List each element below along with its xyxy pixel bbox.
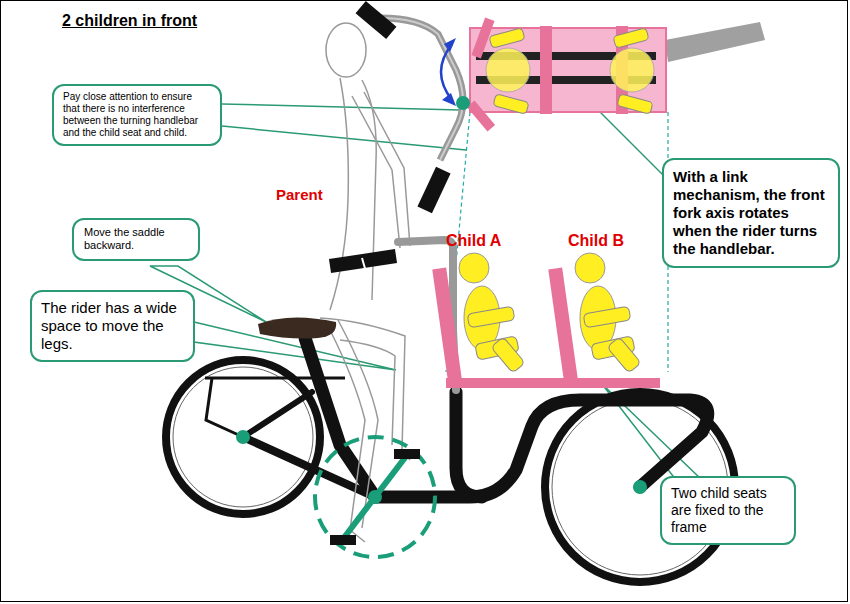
- part-label: Child A: [446, 232, 501, 250]
- callout-box: Pay close attention to ensure that there…: [52, 84, 222, 146]
- callout-text: Pay close attention to ensure that there…: [63, 91, 211, 139]
- parent-figure: [320, 23, 410, 542]
- child-seats: [432, 253, 660, 388]
- callout-text: With a link mechanism, the front fork ax…: [673, 168, 829, 258]
- callout-text: Two child seats are fixed to the frame: [671, 485, 785, 535]
- part-label: Parent: [276, 186, 323, 203]
- callout-box: Move the saddle backward.: [72, 218, 200, 261]
- callout-box: Two child seats are fixed to the frame: [660, 476, 796, 545]
- callout-box: With a link mechanism, the front fork ax…: [662, 158, 840, 268]
- callout-text: The rider has a wide space to move the l…: [41, 299, 184, 353]
- callout-tails: [150, 104, 702, 480]
- diagram-title: 2 children in front: [62, 12, 197, 30]
- callout-box: The rider has a wide space to move the l…: [30, 290, 195, 362]
- part-label: Child B: [568, 232, 624, 250]
- callout-text: Move the saddle backward.: [84, 226, 188, 252]
